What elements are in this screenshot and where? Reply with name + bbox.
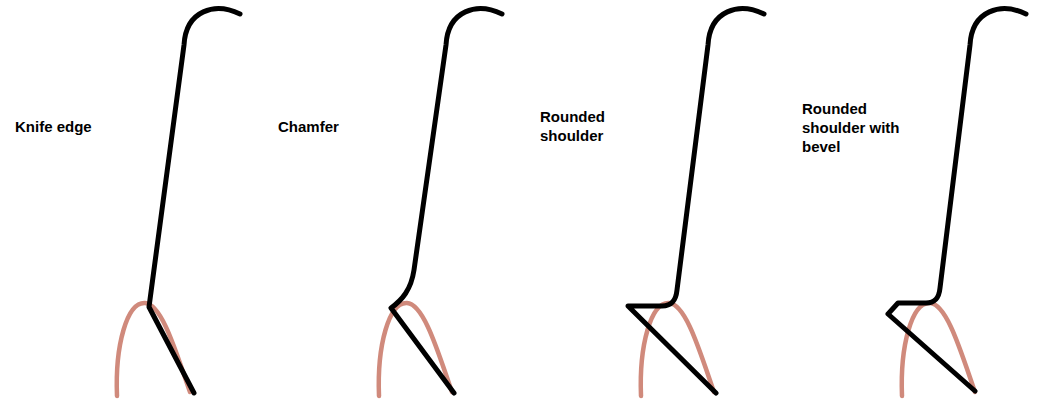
tooth-outline	[149, 9, 240, 393]
tooth-outline	[391, 9, 502, 393]
margin-label: Knife edge	[15, 117, 145, 136]
tooth-outline	[888, 9, 1026, 391]
margin-label: Rounded shoulder	[540, 107, 630, 145]
margin-label: Chamfer	[278, 117, 398, 136]
gum-outline	[379, 303, 452, 396]
margin-label: Rounded shoulder with bevel	[802, 99, 920, 156]
tooth-outline	[628, 9, 764, 393]
